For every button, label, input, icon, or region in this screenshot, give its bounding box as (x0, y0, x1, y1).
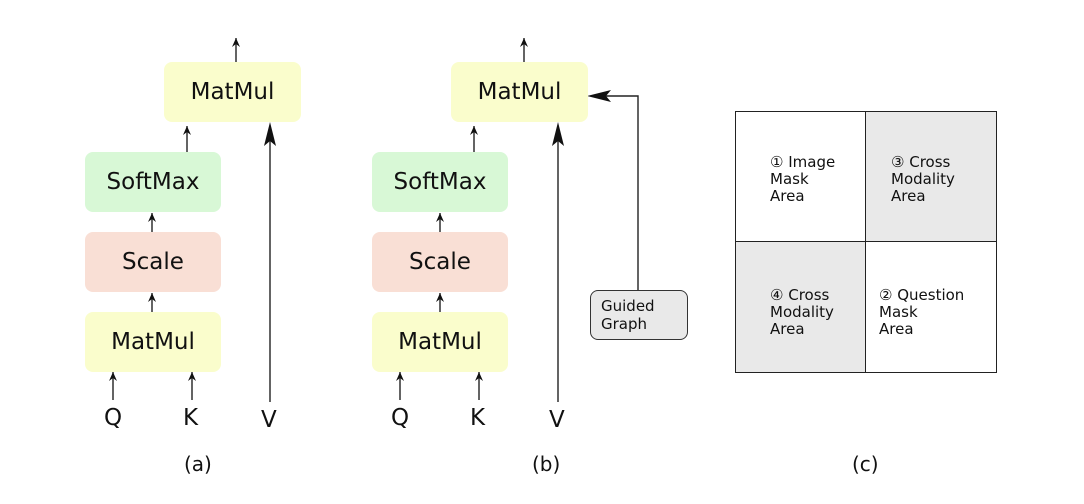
input-q-b: Q (391, 405, 410, 431)
softmax-label: SoftMax (393, 169, 487, 195)
cell-line: Area (879, 320, 914, 338)
matmul-label: MatMul (111, 329, 195, 355)
matmul-top-b: MatMul (451, 62, 588, 122)
input-v-b: V (549, 407, 565, 433)
guided-graph-line2: Graph (601, 315, 648, 333)
cell-line: ② Question (879, 286, 965, 304)
softmax-label: SoftMax (106, 169, 200, 195)
cell-line: Area (770, 320, 805, 338)
cell-cross-modality-bottom: ④ Cross Modality Area (736, 242, 866, 372)
cell-line: ③ Cross (891, 153, 951, 171)
arrowhead-v-b (552, 122, 564, 146)
softmax-b: SoftMax (372, 152, 508, 212)
matmul-bottom-b: MatMul (372, 312, 508, 372)
cell-cross-modality-top: ③ Cross Modality Area (866, 112, 996, 242)
cell-image-mask: ① Image Mask Area (736, 112, 866, 242)
matmul-label: MatMul (477, 79, 562, 105)
scale-label: Scale (409, 249, 471, 275)
matmul-bottom-a: MatMul (85, 312, 221, 372)
cell-line: Modality (891, 170, 955, 188)
cell-line: Modality (770, 303, 834, 321)
cell-line: Mask (879, 303, 918, 321)
caption-b: (b) (532, 452, 561, 476)
matmul-label: MatMul (190, 79, 275, 105)
guided-graph-line1: Guided (601, 297, 655, 315)
caption-a: (a) (184, 452, 212, 476)
cell-line: Area (891, 187, 926, 205)
cell-line: Mask (770, 170, 809, 188)
matmul-top-a: MatMul (164, 62, 301, 122)
cell-line: ① Image (770, 153, 836, 171)
softmax-a: SoftMax (85, 152, 221, 212)
cell-line: ④ Cross (770, 286, 830, 304)
caption-c: (c) (852, 452, 879, 476)
scale-a: Scale (85, 232, 221, 292)
arrowhead-guided (587, 90, 611, 102)
input-k-b: K (470, 405, 486, 431)
matmul-label: MatMul (398, 329, 482, 355)
input-q-a: Q (104, 405, 123, 431)
input-k-a: K (183, 405, 199, 431)
cell-question-mask: ② Question Mask Area (866, 242, 996, 372)
arrowhead-v-a (264, 122, 276, 146)
scale-b: Scale (372, 232, 508, 292)
arrow-guided-graph (594, 95, 639, 290)
scale-label: Scale (122, 249, 184, 275)
mask-grid: ① Image Mask Area ③ Cross Modality Area … (735, 111, 997, 373)
cell-line: Area (770, 187, 805, 205)
input-v-a: V (261, 407, 277, 433)
guided-graph-box: Guided Graph (590, 290, 688, 340)
